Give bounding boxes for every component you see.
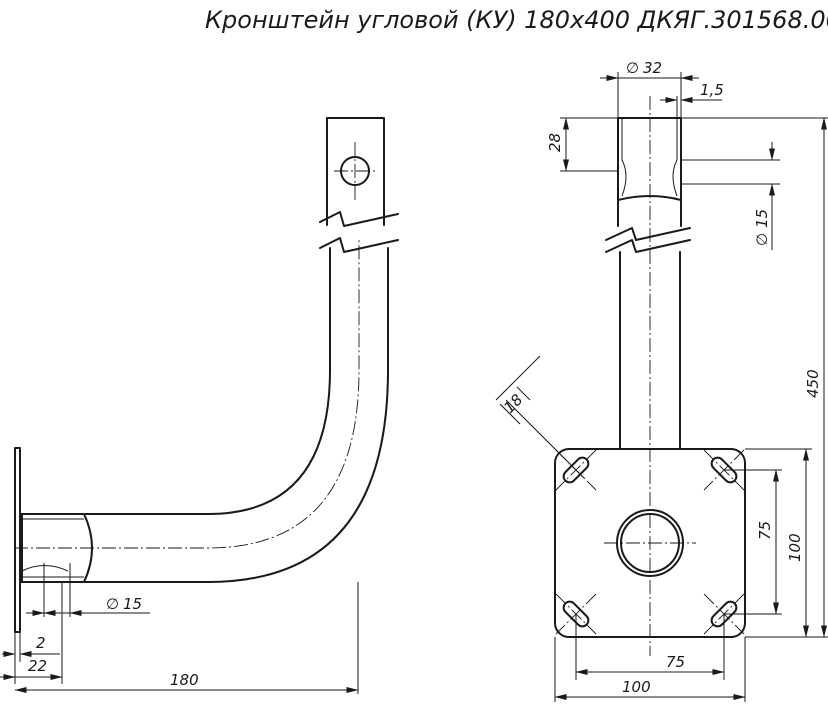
dim-top-diameter: 32 (643, 59, 662, 77)
drawing-title: Кронштейн угловой (КУ) 180х400 ДКЯГ.3015… (205, 6, 828, 34)
dim-top-length: 28 (546, 133, 564, 152)
dim-hole-spacing-horizontal: 75 (666, 653, 685, 671)
side-tube-inner (83, 247, 389, 583)
side-break-line-lower (319, 237, 399, 253)
side-socket (19, 513, 85, 583)
front-tube (619, 251, 681, 450)
dim-flange-thickness: 2 (36, 634, 46, 652)
dim-plate-height: 100 (786, 533, 804, 562)
dim-wall-thickness: 1,5 (700, 81, 724, 99)
front-break-line-lower (605, 239, 691, 253)
dim-hole-spacing-vertical: 75 (756, 521, 774, 540)
dim-plate-width: 100 (622, 678, 651, 696)
dim-crimp-diameter: 15 (753, 209, 771, 228)
side-crimp (21, 565, 69, 572)
side-centerline (14, 238, 360, 549)
side-flange-plate (14, 447, 21, 633)
dim-side-diameter-symbol: ∅ (106, 595, 119, 613)
dim-slot-width: 18 (500, 391, 526, 417)
front-base-plate (554, 448, 746, 638)
dim-socket-depth: 22 (28, 657, 47, 675)
dim-side-tube-diameter: 15 (123, 595, 142, 613)
dim-reach: 180 (170, 671, 199, 689)
side-tube-outer (83, 247, 331, 515)
front-break-line-upper (605, 227, 691, 241)
side-break-line-upper (319, 211, 399, 227)
dim-crimp-diameter-symbol: ∅ (753, 233, 771, 246)
dim-overall-height: 450 (804, 369, 822, 398)
front-view: ∅ 32 1,5 28 ∅ 15 450 18 75 (495, 59, 828, 702)
dim-top-diameter-symbol: ∅ (626, 59, 639, 77)
side-view: ∅ 15 2 22 180 (0, 117, 399, 694)
side-top-stub (326, 117, 385, 226)
front-top-segment (617, 117, 682, 227)
